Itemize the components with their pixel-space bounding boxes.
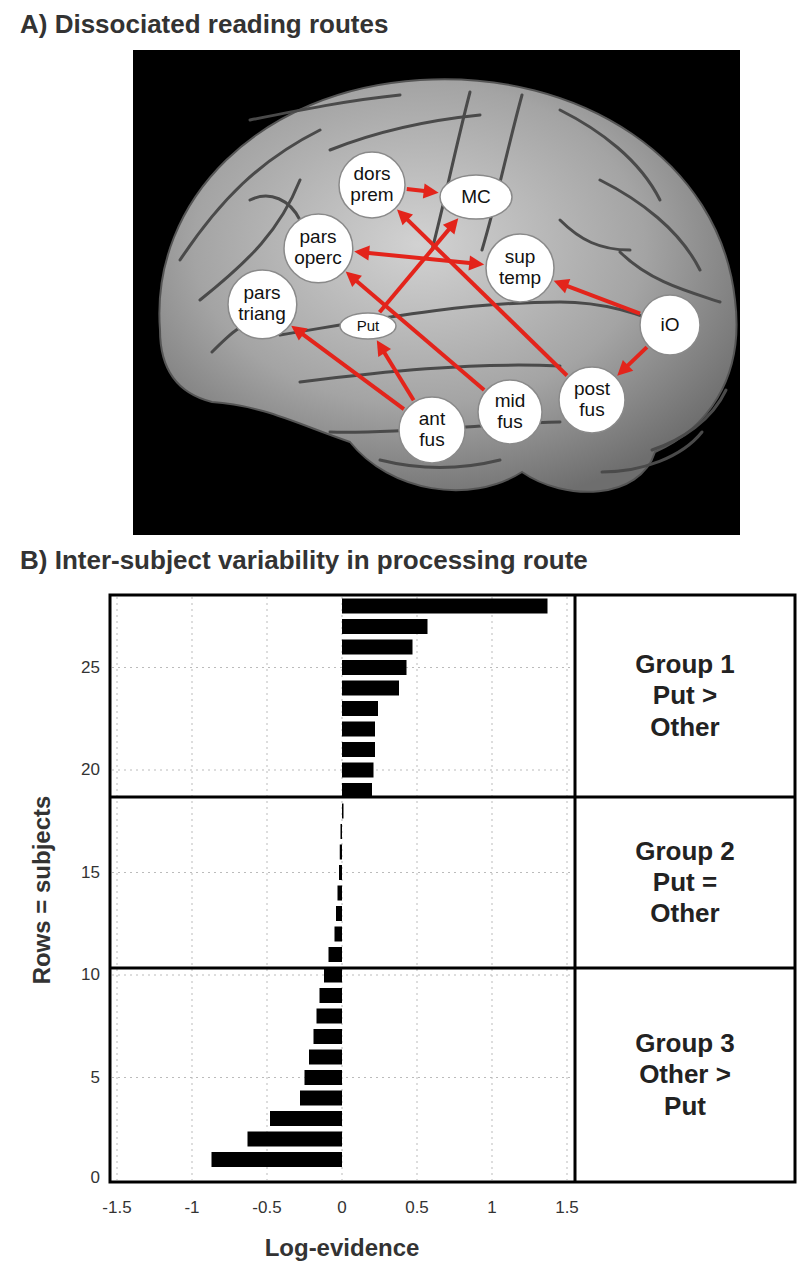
region-label: MC xyxy=(461,187,491,208)
axis-title: Log-evidence xyxy=(265,1234,420,1262)
region-outline xyxy=(399,397,465,463)
grid-lines xyxy=(112,597,573,1180)
group-label: Group 2 Put = Other xyxy=(620,836,750,930)
connector-line xyxy=(366,253,472,264)
group-cell: Group 1 Put > Other xyxy=(577,597,793,795)
arrow-connector xyxy=(380,218,459,312)
connector-line xyxy=(406,218,567,376)
axis-tick: -1 xyxy=(184,1198,199,1218)
axis-tick: -0.5 xyxy=(252,1198,281,1218)
bars xyxy=(212,599,548,1168)
arrow-connector xyxy=(554,279,640,314)
axis-tick: 0.5 xyxy=(405,1198,429,1218)
region-circle: mid fus xyxy=(477,379,543,445)
arrow-connector xyxy=(617,347,647,376)
region-label: dors prem xyxy=(350,164,393,205)
connector-line xyxy=(380,227,451,312)
arrowhead xyxy=(554,279,571,293)
axis-tick: 20 xyxy=(81,760,100,780)
region-circle: pars triang xyxy=(227,269,298,340)
region-ellipse: Put xyxy=(339,312,397,340)
region-label: pars operc xyxy=(294,227,342,268)
axis-tick: 1.5 xyxy=(555,1198,579,1218)
connector-line xyxy=(301,333,404,409)
axis-tick: 10 xyxy=(81,965,100,985)
region-circle: post fus xyxy=(558,366,626,434)
region-outline xyxy=(640,295,700,355)
group-label: Group 1 Put > Other xyxy=(620,649,750,743)
region-ellipse: MC xyxy=(439,174,513,220)
axis-tick: -1.5 xyxy=(102,1198,131,1218)
arrowhead xyxy=(291,326,308,341)
connector-line xyxy=(626,347,647,367)
region-outline xyxy=(478,380,542,444)
arrowhead xyxy=(617,360,633,376)
arrow-connector xyxy=(346,272,484,390)
brain-outline xyxy=(159,79,736,492)
region-circle: ant fus xyxy=(398,396,466,464)
region-circle: pars operc xyxy=(283,213,354,284)
arrow-connector xyxy=(377,340,414,400)
axis-tick: 15 xyxy=(81,863,100,883)
region-circle: dors prem xyxy=(338,151,406,219)
connector-line xyxy=(383,350,414,400)
region-circle: sup temp xyxy=(485,233,555,303)
group-label: Group 3 Other > Put xyxy=(620,1028,750,1122)
region-outline xyxy=(340,313,396,339)
region-outline xyxy=(559,367,625,433)
region-outline xyxy=(339,152,405,218)
arrowhead xyxy=(377,340,391,357)
connector-line xyxy=(407,189,427,191)
region-label: mid fus xyxy=(495,391,526,432)
photo-background xyxy=(133,50,740,535)
arrow-connector xyxy=(397,209,567,375)
arrowhead xyxy=(443,218,458,234)
brain-gyri xyxy=(180,92,726,472)
region-label: iO xyxy=(661,315,680,336)
axis-tick: 0 xyxy=(337,1198,346,1218)
arrow-connector xyxy=(291,326,404,410)
group-cell: Group 3 Other > Put xyxy=(577,970,793,1180)
axis-tick: 1 xyxy=(487,1198,496,1218)
region-outline xyxy=(440,175,512,219)
arrowhead xyxy=(397,209,413,225)
region-outline xyxy=(486,234,554,302)
arrowhead xyxy=(346,272,362,287)
region-label: pars triang xyxy=(238,283,286,324)
region-label: sup temp xyxy=(499,247,541,288)
arrowhead xyxy=(423,184,439,199)
region-outline xyxy=(284,214,353,283)
region-label: post fus xyxy=(574,379,610,420)
connector-line xyxy=(565,285,640,314)
axis-tick: 5 xyxy=(91,1068,100,1088)
group-cell: Group 2 Put = Other xyxy=(577,799,793,966)
axis-tick: 25 xyxy=(81,658,100,678)
axis-tick: 0 xyxy=(91,1168,100,1188)
axis-title: Rows = subjects xyxy=(28,796,56,985)
chart-frame xyxy=(110,595,795,1182)
figure-title: A) Dissociated reading routes xyxy=(20,10,388,40)
panel-title: B) Inter-subject variability in processi… xyxy=(20,546,588,576)
arrowhead xyxy=(469,256,485,271)
arrow-connector xyxy=(407,184,439,199)
region-label: ant fus xyxy=(419,409,445,450)
arrowhead xyxy=(354,246,370,261)
region-circle: iO xyxy=(639,294,701,356)
region-label: Put xyxy=(357,318,380,334)
region-outline xyxy=(228,270,297,339)
